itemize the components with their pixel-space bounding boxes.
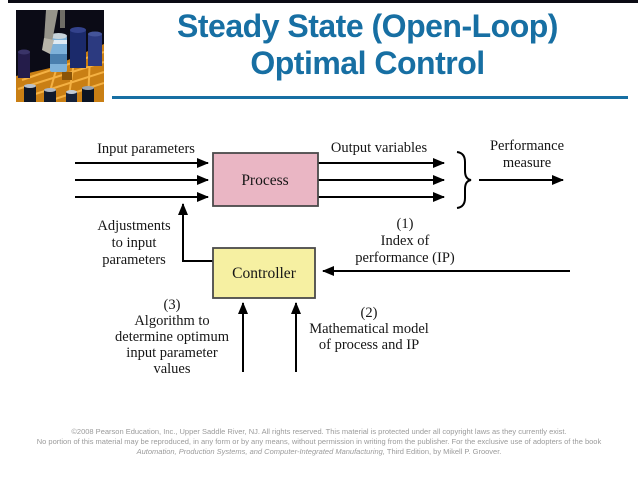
capacitor-blue-band bbox=[50, 40, 67, 44]
controller-box-label: Controller bbox=[232, 265, 297, 282]
capacitor-right bbox=[88, 34, 102, 66]
process-box bbox=[212, 152, 319, 207]
adjustments-label-3: parameters bbox=[102, 252, 166, 268]
capacitor-small-2-top bbox=[44, 88, 56, 92]
top-border-line bbox=[8, 0, 638, 3]
capacitor-small-2 bbox=[44, 90, 56, 102]
index-performance-label-2: Index of bbox=[381, 233, 430, 249]
capacitor-left bbox=[18, 52, 30, 78]
math-model-label-3: of process and IP bbox=[319, 337, 419, 353]
capacitor-right-top bbox=[88, 31, 102, 37]
capacitor-small-4 bbox=[82, 88, 94, 102]
capacitor-navy bbox=[70, 30, 86, 68]
slide-title-line2: Optimal Control bbox=[250, 45, 485, 81]
capacitor-blue-top bbox=[50, 33, 67, 39]
performance-measure-label-2: measure bbox=[503, 155, 551, 171]
performance-measure-label-1: Performance bbox=[490, 138, 564, 154]
pcb-chip bbox=[62, 72, 72, 80]
controller-box bbox=[212, 247, 316, 299]
capacitor-small-4-top bbox=[82, 86, 94, 90]
copyright-line-1: ©2008 Pearson Education, Inc., Upper Sad… bbox=[71, 427, 567, 436]
algorithm-label-2: Algorithm to bbox=[134, 313, 209, 329]
adjustments-label-1: Adjustments bbox=[97, 218, 171, 234]
input-parameters-label: Input parameters bbox=[97, 141, 195, 157]
adjustments-label-2: to input bbox=[112, 235, 157, 251]
capacitor-navy-top bbox=[70, 27, 86, 33]
robot-arm-tip bbox=[42, 38, 54, 54]
copyright-line-3-rest: Third Edition, by Mikell P. Groover. bbox=[384, 447, 502, 456]
capacitor-small-3-top bbox=[66, 90, 77, 94]
algorithm-label-5: values bbox=[153, 361, 190, 377]
robot-arm bbox=[44, 10, 58, 42]
capacitor-left-top bbox=[18, 49, 30, 55]
algorithm-label-4: input parameter bbox=[126, 345, 218, 361]
circuit-board-photo bbox=[16, 10, 104, 102]
process-box-label: Process bbox=[241, 172, 288, 189]
slide-title-line1: Steady State (Open-Loop) bbox=[177, 8, 558, 44]
slide-title: Steady State (Open-Loop) Optimal Control bbox=[105, 8, 630, 82]
capacitor-small-1-top bbox=[24, 84, 36, 88]
copyright-line-3: Automation, Production Systems, and Comp… bbox=[0, 447, 638, 457]
output-brace bbox=[456, 151, 472, 209]
index-performance-label-1: (1) bbox=[397, 216, 414, 232]
copyright-footer: ©2008 Pearson Education, Inc., Upper Sad… bbox=[0, 427, 638, 457]
math-model-label-1: (2) bbox=[361, 305, 378, 321]
capacitor-blue-label bbox=[50, 54, 67, 64]
adjustment-feedback-arrow bbox=[178, 203, 213, 262]
title-underline bbox=[112, 96, 628, 99]
copyright-line-2: No portion of this material may be repro… bbox=[36, 437, 602, 446]
index-performance-label-3: performance (IP) bbox=[355, 250, 455, 266]
book-title: Automation, Production Systems, and Comp… bbox=[136, 447, 385, 456]
capacitor-small-1 bbox=[24, 86, 36, 102]
math-model-label-2: Mathematical model bbox=[309, 321, 429, 337]
algorithm-label-1: (3) bbox=[164, 297, 181, 313]
algorithm-label-3: determine optimum bbox=[115, 329, 230, 345]
robot-arm-rod bbox=[60, 10, 65, 28]
output-variables-label: Output variables bbox=[331, 140, 428, 156]
capacitor-small-3 bbox=[66, 92, 77, 102]
